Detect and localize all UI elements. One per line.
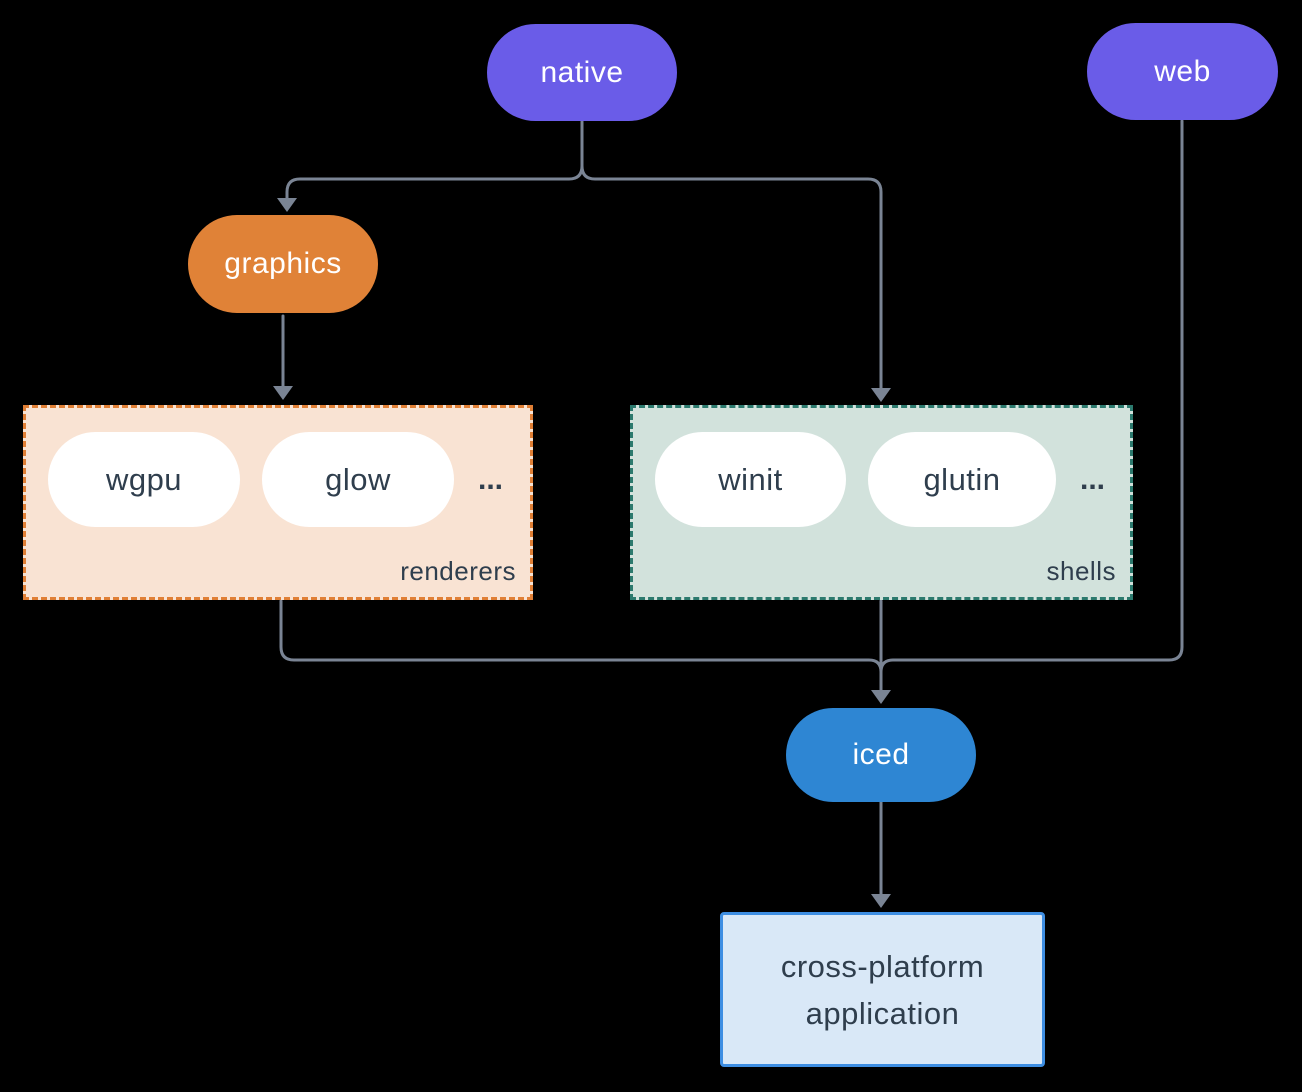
- node-winit-label: winit: [718, 461, 783, 497]
- group-shells: winit glutin ... shells: [630, 405, 1133, 600]
- arrowhead-iced: [871, 690, 891, 704]
- group-renderers-label: renderers: [400, 556, 516, 586]
- edge-native-graphics: [285, 120, 584, 200]
- node-application: cross-platform application: [720, 912, 1045, 1067]
- node-winit: winit: [655, 432, 846, 527]
- node-application-label: cross-platform application: [780, 948, 985, 1031]
- shells-ellipsis: ...: [1080, 462, 1106, 496]
- node-native-label: native: [540, 55, 624, 89]
- node-wgpu: wgpu: [48, 432, 240, 527]
- arrowhead-application: [871, 894, 891, 908]
- arrowhead-renderers: [273, 386, 293, 400]
- group-renderers-row: wgpu glow ...: [48, 432, 503, 527]
- node-glow: glow: [262, 432, 454, 527]
- group-shells-label: shells: [1046, 556, 1116, 586]
- node-graphics: graphics: [188, 215, 378, 313]
- node-web: web: [1087, 23, 1278, 120]
- node-wgpu-label: wgpu: [105, 461, 183, 497]
- arrowhead-graphics: [277, 198, 297, 212]
- arrowhead-shells: [871, 388, 891, 402]
- node-native: native: [487, 24, 677, 121]
- group-shells-row: winit glutin ...: [655, 432, 1105, 527]
- group-renderers: wgpu glow ... renderers: [23, 405, 533, 600]
- node-iced-label: iced: [852, 738, 910, 771]
- node-web-label: web: [1154, 54, 1211, 88]
- edge-native-shells: [580, 120, 883, 390]
- edge-renderers-iced: [279, 599, 883, 674]
- node-glutin: glutin: [868, 432, 1056, 527]
- node-graphics-label: graphics: [224, 247, 342, 280]
- node-iced: iced: [786, 708, 976, 802]
- renderers-ellipsis: ...: [478, 462, 504, 496]
- node-glow-label: glow: [325, 461, 391, 497]
- node-glutin-label: glutin: [923, 461, 1001, 497]
